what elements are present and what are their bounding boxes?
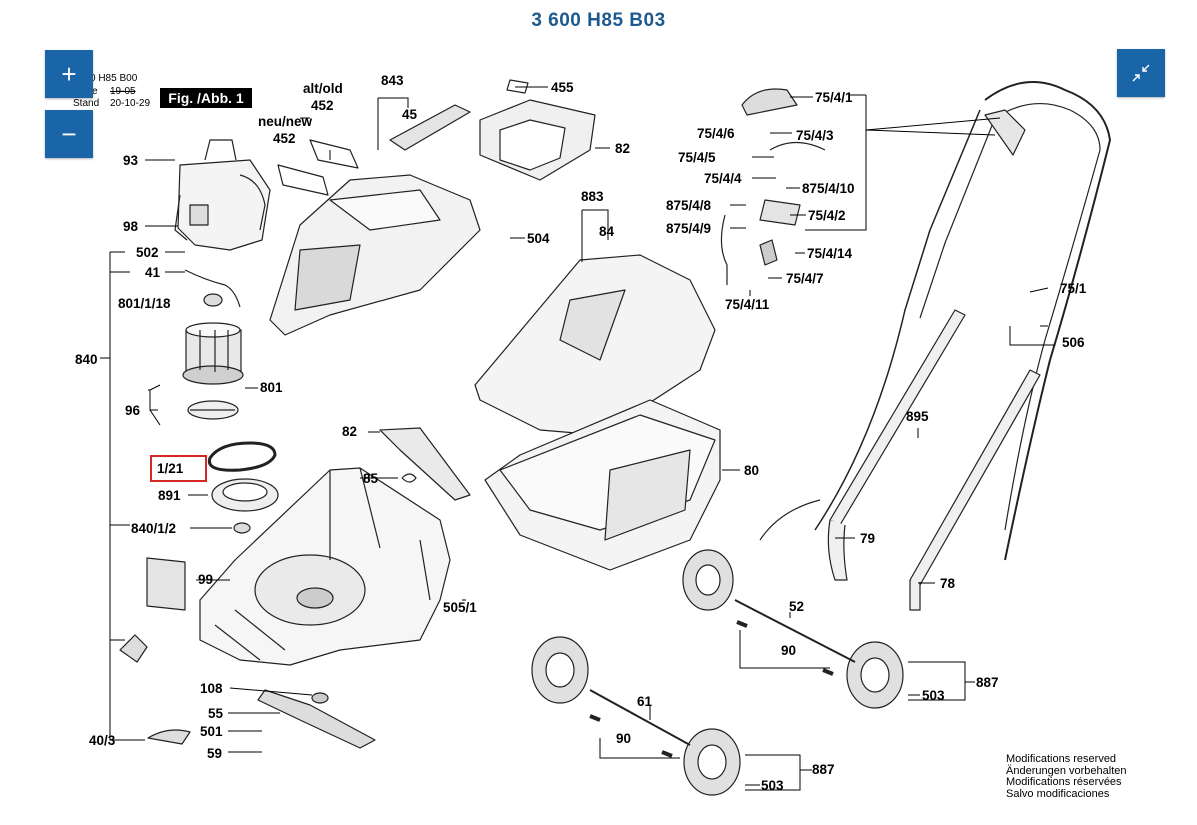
part-label[interactable]: 506 <box>1062 335 1085 350</box>
part-label[interactable]: 75/4/7 <box>786 271 824 286</box>
zoom-in-button[interactable]: + <box>45 50 93 98</box>
part-label[interactable]: 85 <box>363 471 379 486</box>
part-label[interactable]: 93 <box>123 153 139 168</box>
part-label[interactable]: 82 <box>342 424 357 439</box>
meta-line-3-left: Stand <box>73 98 100 109</box>
mods-line: Modifications réservées <box>1006 776 1122 788</box>
part-label[interactable]: 840 <box>75 352 98 367</box>
part-label[interactable]: 891 <box>158 488 181 503</box>
wheels-drawing <box>531 549 904 796</box>
part-label[interactable]: 887 <box>976 675 999 690</box>
part-label[interactable]: 75/4/5 <box>678 150 716 165</box>
fit-view-button[interactable] <box>1117 49 1165 97</box>
part-label[interactable]: 452 <box>273 131 296 146</box>
part-label[interactable]: 75/4/14 <box>807 246 853 261</box>
plus-icon: + <box>61 59 77 89</box>
mods-line: Modifications reserved <box>1006 753 1117 765</box>
part-label[interactable]: 41 <box>145 265 161 280</box>
part-label[interactable]: 887 <box>812 762 835 777</box>
part-label[interactable]: 108 <box>200 681 223 696</box>
modifications-notice: Modifications reserved Änderungen vorbeh… <box>1006 753 1127 800</box>
part-label[interactable]: 99 <box>198 572 213 587</box>
part-label[interactable]: 501 <box>200 724 223 739</box>
part-label[interactable]: 503 <box>922 688 945 703</box>
grassbox-drawing <box>484 399 721 571</box>
top-cover-drawing <box>269 174 481 336</box>
part-label[interactable]: 452 <box>311 98 334 113</box>
zoom-out-button[interactable]: − <box>45 110 93 158</box>
part-label[interactable]: 75/4/4 <box>704 171 742 186</box>
part-label[interactable]: 96 <box>125 403 141 418</box>
part-label[interactable]: 504 <box>527 231 550 246</box>
part-label[interactable]: 875/4/10 <box>802 181 855 196</box>
compress-arrows-icon <box>1132 64 1150 82</box>
part-label[interactable]: 40/3 <box>89 733 116 748</box>
part-label[interactable]: 502 <box>136 245 159 260</box>
part-label[interactable]: 84 <box>599 224 615 239</box>
part-label[interactable]: 840/1/2 <box>131 521 176 536</box>
part-label[interactable]: 75/4/3 <box>796 128 834 143</box>
part-label[interactable]: 75/4/1 <box>815 90 853 105</box>
part-label[interactable]: 79 <box>860 531 875 546</box>
part-label[interactable]: 75/4/6 <box>697 126 735 141</box>
motor-cover-drawing <box>174 139 271 251</box>
minus-icon: − <box>61 119 77 149</box>
part-label[interactable]: 75/1 <box>1060 281 1087 296</box>
grassbox-lid-drawing <box>474 254 716 436</box>
part-label[interactable]: 61 <box>637 694 653 709</box>
highlight-box <box>150 455 207 482</box>
part-label[interactable]: 883 <box>581 189 604 204</box>
part-label[interactable]: 59 <box>207 746 222 761</box>
part-label[interactable]: 90 <box>616 731 631 746</box>
diagram-title: 3 600 H85 B03 <box>531 10 666 31</box>
mods-line: Änderungen vorbehalten <box>1006 764 1127 777</box>
motor-drawing <box>182 293 244 385</box>
part-label[interactable]: 45 <box>402 107 418 122</box>
meta-line-3-right: 20-10-29 <box>110 98 151 109</box>
part-label[interactable]: 801/1/18 <box>118 296 171 311</box>
part-label[interactable]: alt/old <box>303 81 343 96</box>
mower-deck-drawing <box>199 467 451 666</box>
part-label[interactable]: 90 <box>781 643 796 658</box>
part-label[interactable]: 52 <box>789 599 804 614</box>
part-label[interactable]: 1/21 <box>157 461 184 476</box>
mods-line: Salvo modificaciones <box>1006 787 1110 800</box>
part-label[interactable]: 75/4/2 <box>808 208 846 223</box>
part-label[interactable]: 55 <box>208 706 224 721</box>
part-label[interactable]: neu/new <box>258 114 313 129</box>
part-label[interactable]: 78 <box>940 576 956 591</box>
meta-line-2-left: e <box>92 86 98 97</box>
part-label[interactable]: 82 <box>615 141 630 156</box>
figure-label: Fig. /Abb. 1 <box>160 88 252 108</box>
part-label[interactable]: 503 <box>761 778 784 793</box>
part-label[interactable]: 80 <box>744 463 759 478</box>
part-label[interactable]: 843 <box>381 73 404 88</box>
part-label[interactable]: 875/4/9 <box>666 221 711 236</box>
handle-drawing <box>759 81 1111 561</box>
meta-line-1: 0 H85 B00 <box>90 73 138 84</box>
part-label[interactable]: 801 <box>260 380 283 395</box>
part-label[interactable]: 455 <box>551 80 574 95</box>
meta-line-2-right: 19-05 <box>110 86 136 97</box>
part-label[interactable]: 895 <box>906 409 929 424</box>
part-label[interactable]: 875/4/8 <box>666 198 712 213</box>
part-label[interactable]: 75/4/11 <box>725 297 770 312</box>
part-label[interactable]: 505/1 <box>443 600 477 615</box>
part-label[interactable]: 98 <box>123 219 139 234</box>
